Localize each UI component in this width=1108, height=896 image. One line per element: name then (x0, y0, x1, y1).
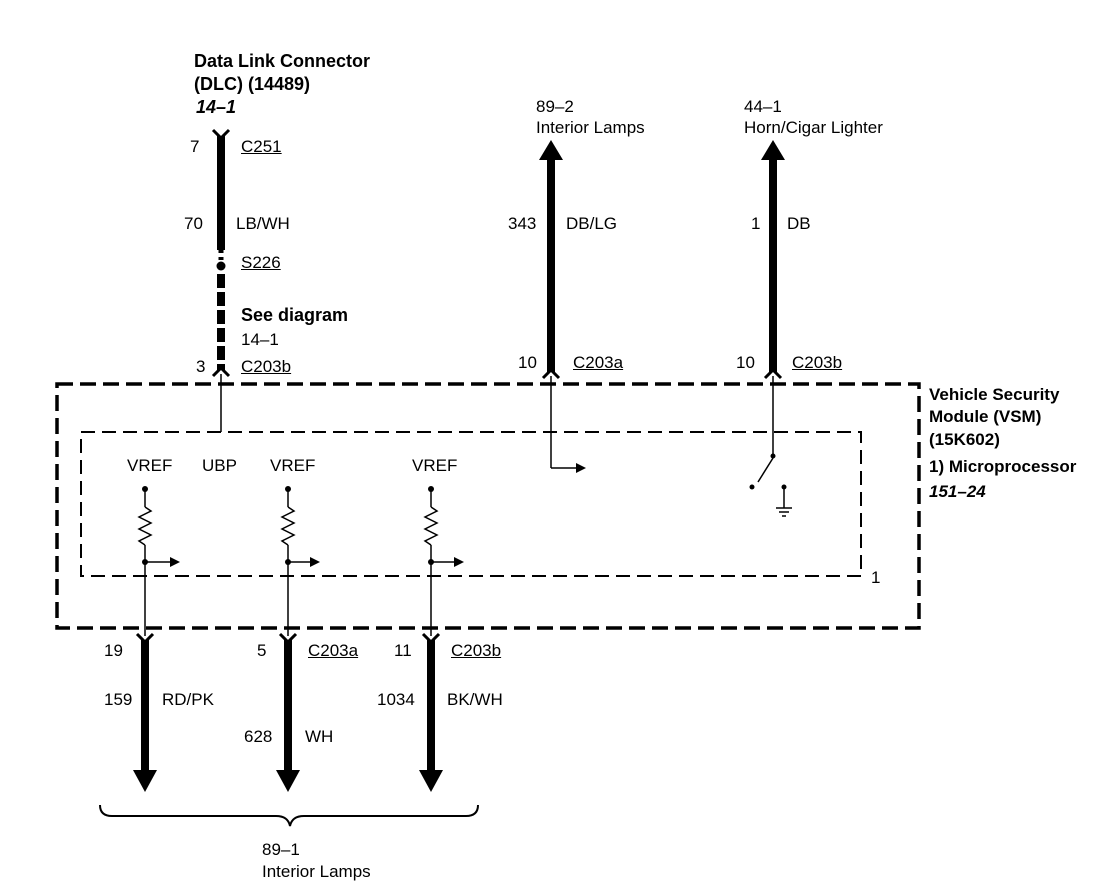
vsm-line2: Module (VSM) (929, 407, 1042, 426)
horn-connector: C203b (792, 353, 843, 372)
vref-label-2: VREF (270, 456, 316, 475)
vref-label-3: VREF (412, 456, 458, 475)
splice-label: S226 (241, 253, 281, 272)
interior-lamps-top-ref: 89–2 (536, 97, 574, 116)
dlc-page-ref: 14–1 (196, 97, 237, 117)
bottom-wire-1-pin: 19 (104, 641, 123, 660)
dlc-circuit: 70 (184, 214, 203, 233)
dlc-connector: C251 (241, 137, 282, 156)
bottom-brace (99, 804, 479, 827)
horn-circuit: 1 (751, 214, 761, 233)
dlc-title-line1: Data Link Connector (194, 51, 371, 71)
bottom-wire-2-pin: 5 (257, 641, 267, 660)
dlc-wire (211, 128, 231, 432)
interior-lamps-top-wire (539, 140, 586, 473)
bottom-wire-2-connector: C203a (308, 641, 359, 660)
see-diagram-note: See diagram (241, 305, 349, 325)
interior-lamps-bottom-label: Interior Lamps (262, 862, 371, 881)
see-diagram-ref: 14–1 (241, 330, 279, 349)
bottom-wire-2-circuit: 628 (244, 727, 273, 746)
ubp-label: UBP (202, 456, 237, 475)
vsm-outer-border (55, 382, 921, 630)
interior-lamps-pin: 10 (518, 353, 537, 372)
bottom-wire-1-circuit: 159 (104, 690, 133, 709)
microprocessor-border (80, 431, 862, 577)
circuit-2 (276, 486, 320, 792)
dlc-pin: 7 (190, 137, 200, 156)
bottom-wire-3-circuit: 1034 (377, 690, 415, 709)
vref-label-1: VREF (127, 456, 173, 475)
vsm-line3: (15K602) (929, 430, 1000, 449)
bottom-wire-1-color: RD/PK (162, 690, 214, 709)
bottom-wire-3-connector: C203b (451, 641, 502, 660)
horn-label: Horn/Cigar Lighter (744, 118, 883, 137)
bottom-wire-3-pin: 11 (394, 641, 412, 660)
bottom-wire-3-color: BK/WH (447, 690, 503, 709)
interior-lamps-top-label: Interior Lamps (536, 118, 645, 137)
horn-pin: 10 (736, 353, 755, 372)
vsm-line1: Vehicle Security (929, 385, 1060, 404)
dlc-module-pin: 3 (196, 357, 206, 376)
interior-lamps-bottom-ref: 89–1 (262, 840, 300, 859)
bottom-wire-2-color: WH (305, 727, 334, 746)
horn-ref: 44–1 (744, 97, 782, 116)
circuit-1 (133, 486, 180, 792)
vsm-page-ref: 151–24 (929, 482, 986, 501)
dlc-module-connector: C203b (241, 357, 292, 376)
vsm-line4: 1) Microprocessor (929, 457, 1077, 476)
microprocessor-ref: 1 (871, 568, 881, 587)
horn-wire-color: DB (787, 214, 811, 233)
dlc-wire-color: LB/WH (236, 214, 290, 233)
interior-lamps-connector: C203a (573, 353, 624, 372)
splice-s226-dot (216, 261, 226, 271)
interior-lamps-circuit: 343 (508, 214, 537, 233)
circuit-3 (419, 486, 464, 792)
dlc-title-line2: (DLC) (14489) (194, 74, 311, 94)
horn-wire (749, 140, 792, 517)
interior-lamps-wire-color: DB/LG (566, 214, 618, 233)
